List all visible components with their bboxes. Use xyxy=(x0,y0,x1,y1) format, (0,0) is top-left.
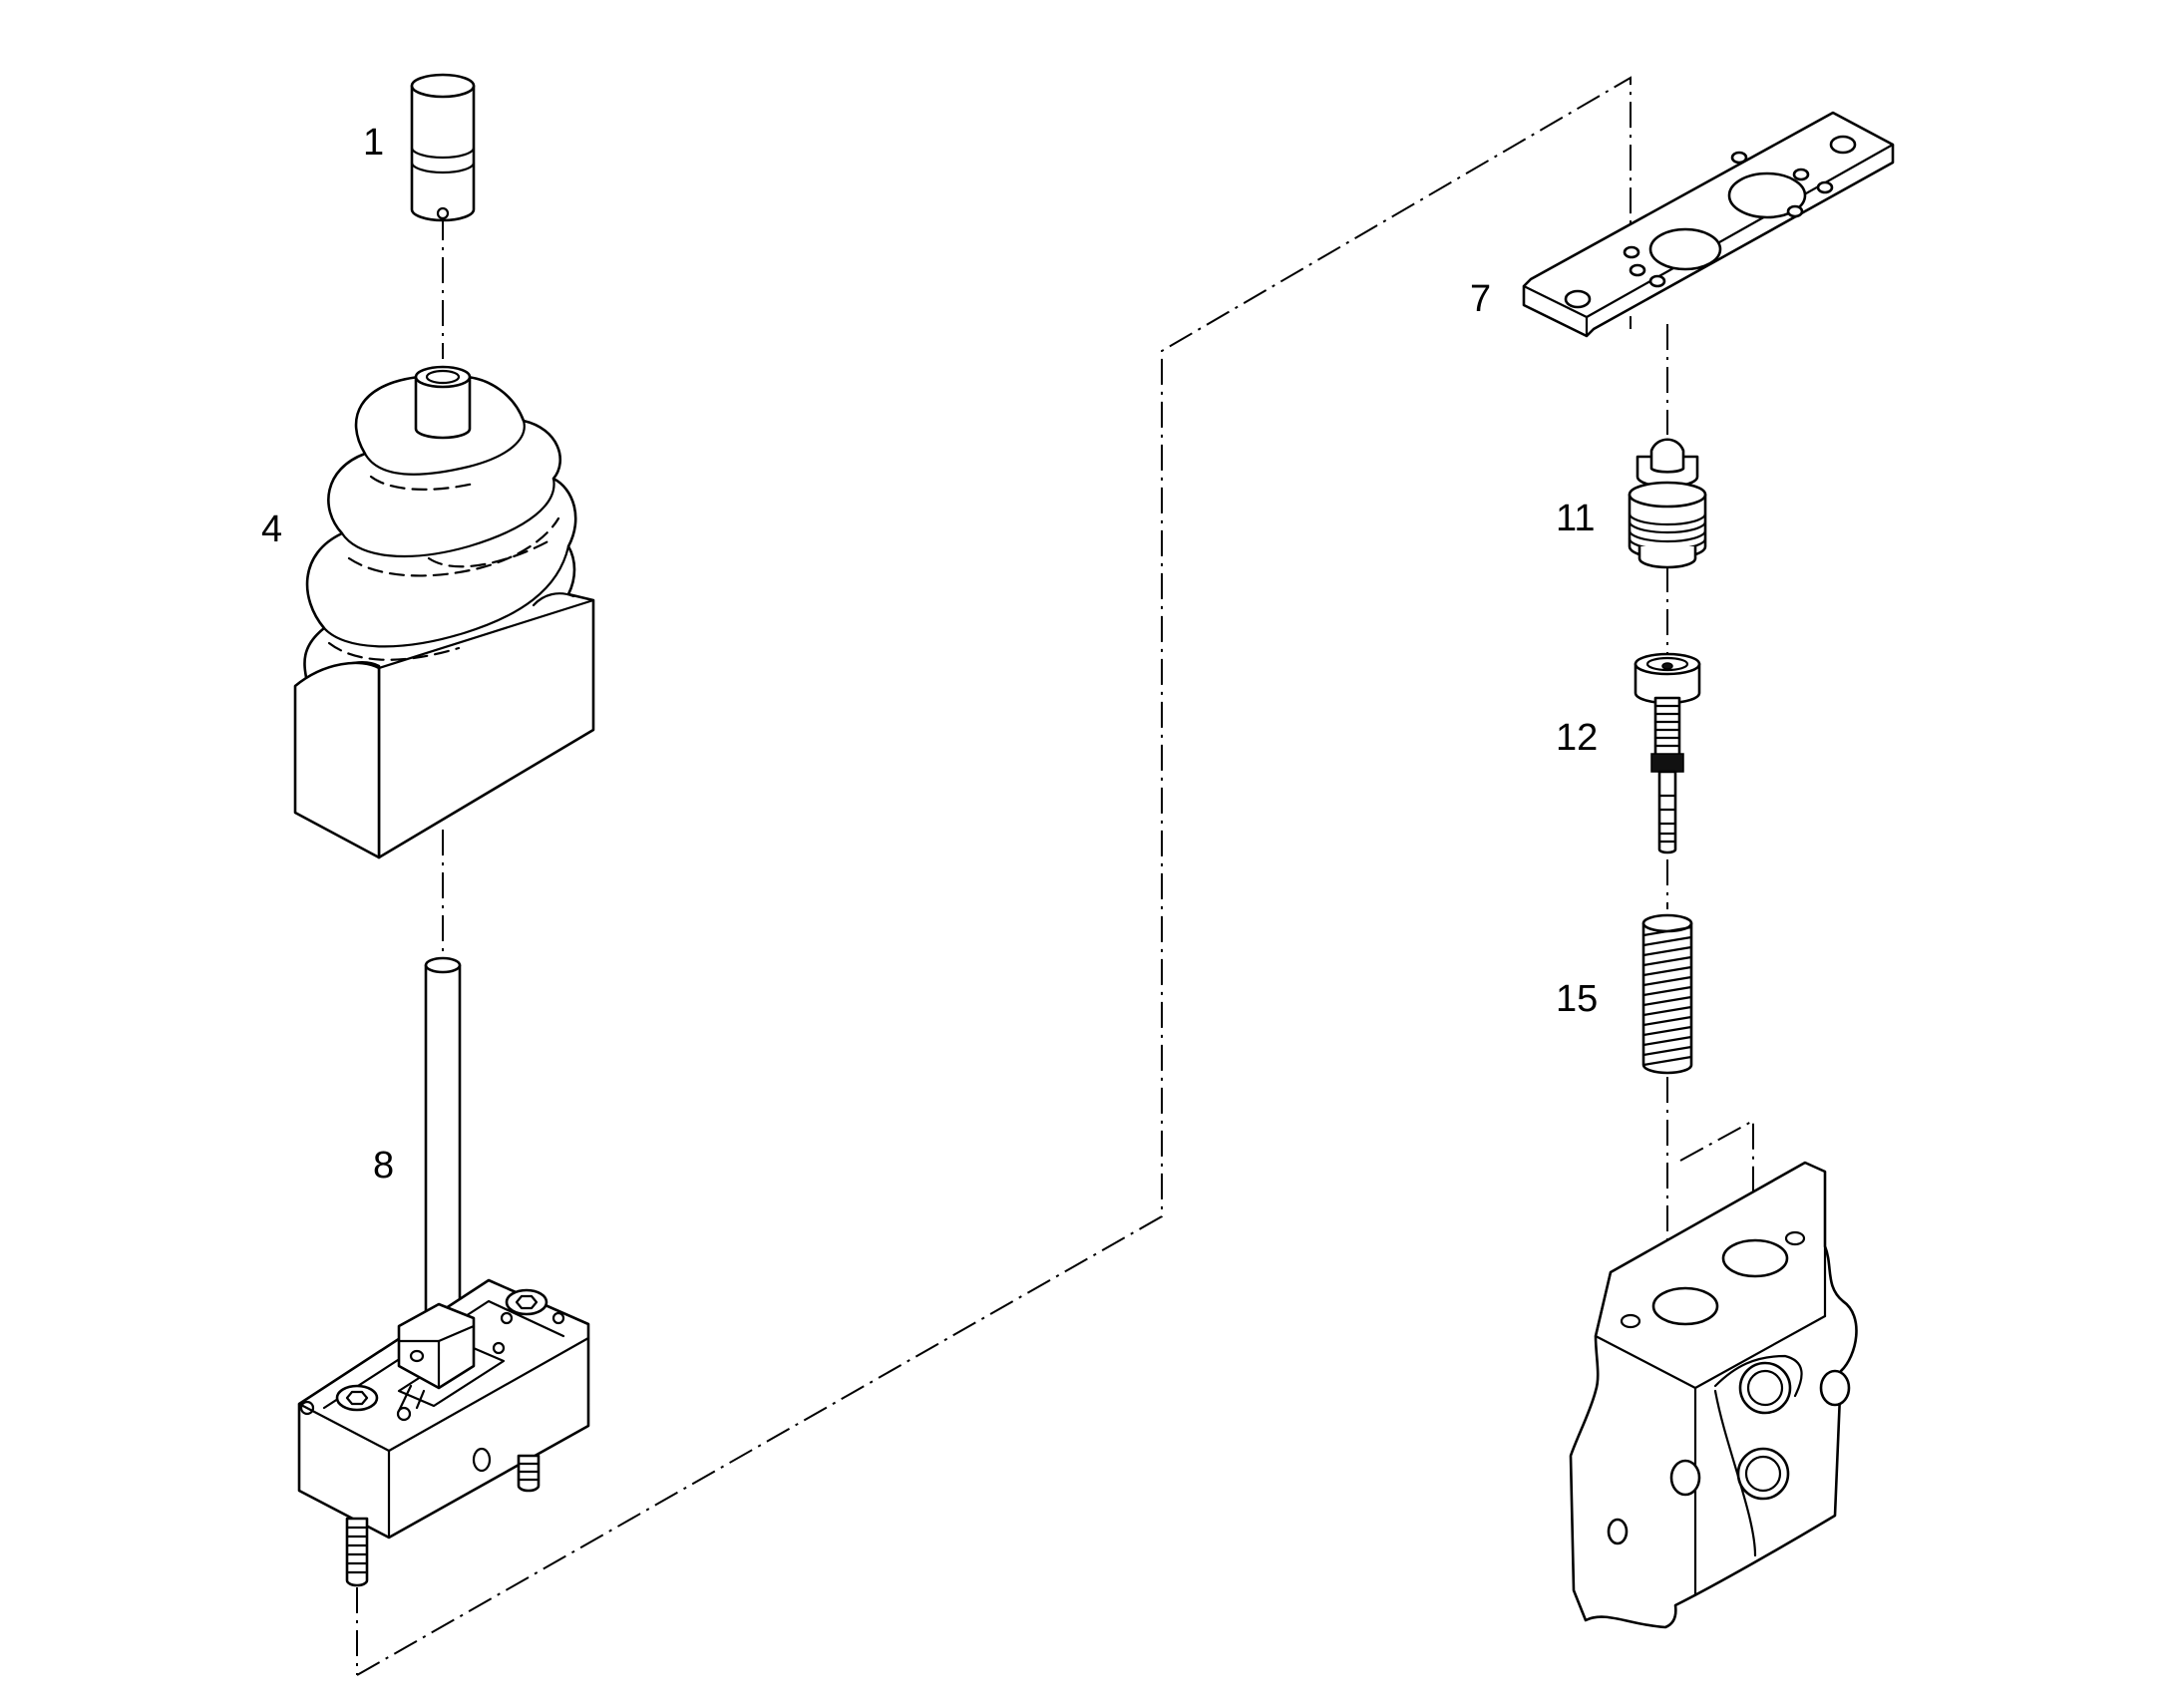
callout-15: 15 xyxy=(1556,978,1598,1020)
valve-section-body xyxy=(1569,1161,1858,1629)
part-15-spring xyxy=(1641,913,1693,1075)
part-12-spool xyxy=(1634,652,1701,854)
part-4-bellows-boot xyxy=(293,365,595,859)
callout-12: 12 xyxy=(1556,717,1598,759)
callout-11: 11 xyxy=(1556,498,1595,539)
part-11-plunger-guide xyxy=(1628,438,1707,569)
part-1-knob xyxy=(410,73,476,222)
callout-7: 7 xyxy=(1470,278,1491,320)
callout-4: 4 xyxy=(261,509,282,550)
callout-1: 1 xyxy=(363,122,384,164)
callout-labels: 1 4 8 7 11 12 15 xyxy=(261,122,1598,1187)
callout-8: 8 xyxy=(373,1145,394,1187)
part-7-plate xyxy=(1522,111,1895,338)
part-8-lever-base xyxy=(297,956,590,1587)
